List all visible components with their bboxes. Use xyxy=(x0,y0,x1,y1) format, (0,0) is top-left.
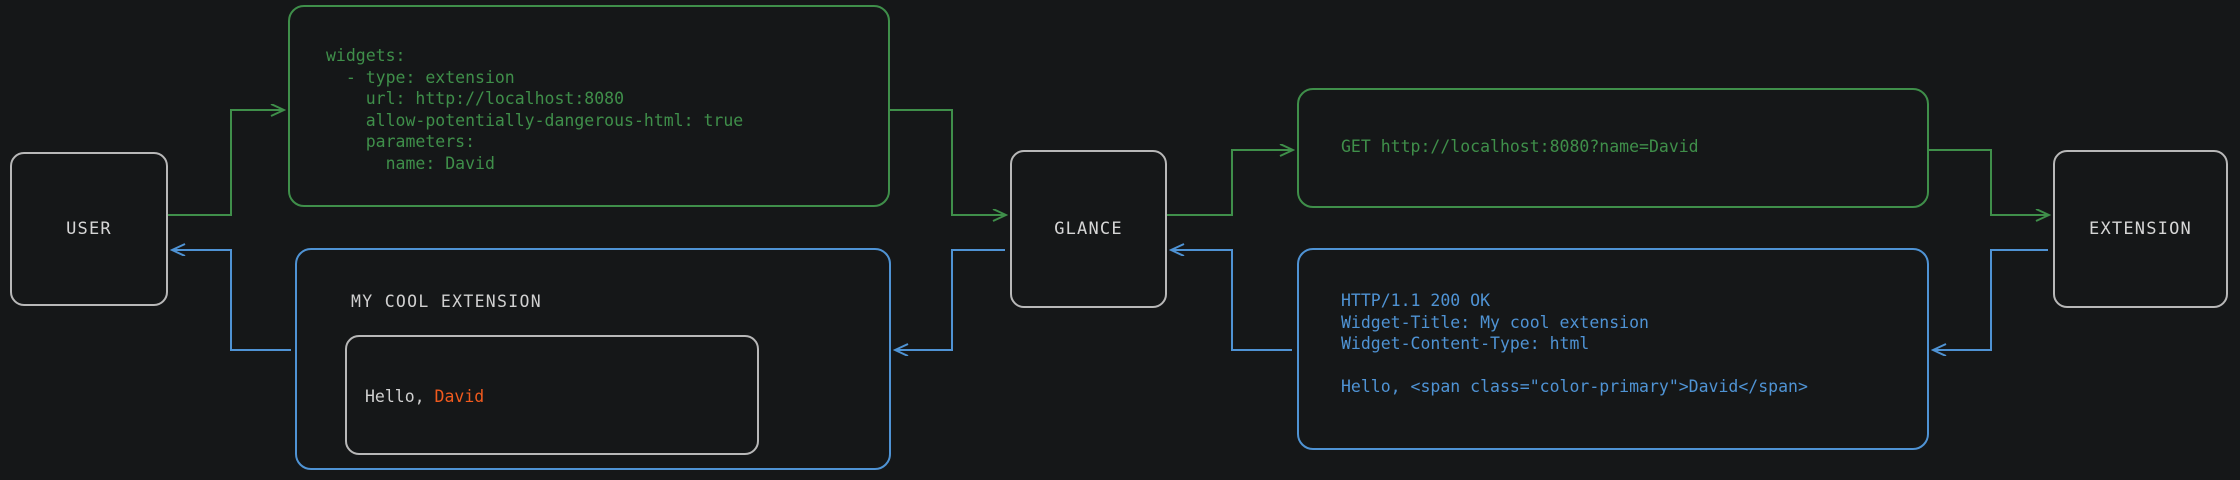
panel-widget-preview: MY COOL EXTENSION Hello, David xyxy=(295,248,891,470)
arrow-widget-to-user xyxy=(173,250,291,351)
node-user-label: USER xyxy=(66,219,112,239)
arrow-glance-to-get xyxy=(1167,150,1292,216)
node-extension-label: EXTENSION xyxy=(2089,219,2192,239)
node-user[interactable]: USER xyxy=(10,152,168,306)
node-glance[interactable]: GLANCE xyxy=(1010,150,1167,308)
widget-greeting-text: Hello, xyxy=(365,387,435,406)
panel-http-response: HTTP/1.1 200 OK Widget-Title: My cool ex… xyxy=(1297,248,1929,450)
widget-greeting-name: David xyxy=(434,387,485,406)
http-response-text: HTTP/1.1 200 OK Widget-Title: My cool ex… xyxy=(1341,291,1808,396)
yaml-config-text: widgets: - type: extension url: http://l… xyxy=(326,46,744,173)
arrow-http-to-glance xyxy=(1172,250,1292,351)
widget-preview-title: MY COOL EXTENSION xyxy=(351,292,542,311)
arrow-get-to-extension xyxy=(1929,149,2048,215)
widget-preview-card: Hello, David xyxy=(345,335,759,455)
arrow-yaml-to-glance xyxy=(890,109,1005,215)
arrow-extension-to-http xyxy=(1934,249,2048,350)
widget-preview-body: Hello, David xyxy=(365,387,484,406)
node-extension[interactable]: EXTENSION xyxy=(2053,150,2228,308)
panel-get-request: GET http://localhost:8080?name=David xyxy=(1297,88,1929,208)
get-request-text: GET http://localhost:8080?name=David xyxy=(1341,137,1699,156)
node-glance-label: GLANCE xyxy=(1054,219,1123,239)
panel-yaml-config: widgets: - type: extension url: http://l… xyxy=(288,5,890,207)
arrow-user-to-yaml xyxy=(168,110,283,216)
arrow-glance-to-widget xyxy=(896,249,1005,350)
